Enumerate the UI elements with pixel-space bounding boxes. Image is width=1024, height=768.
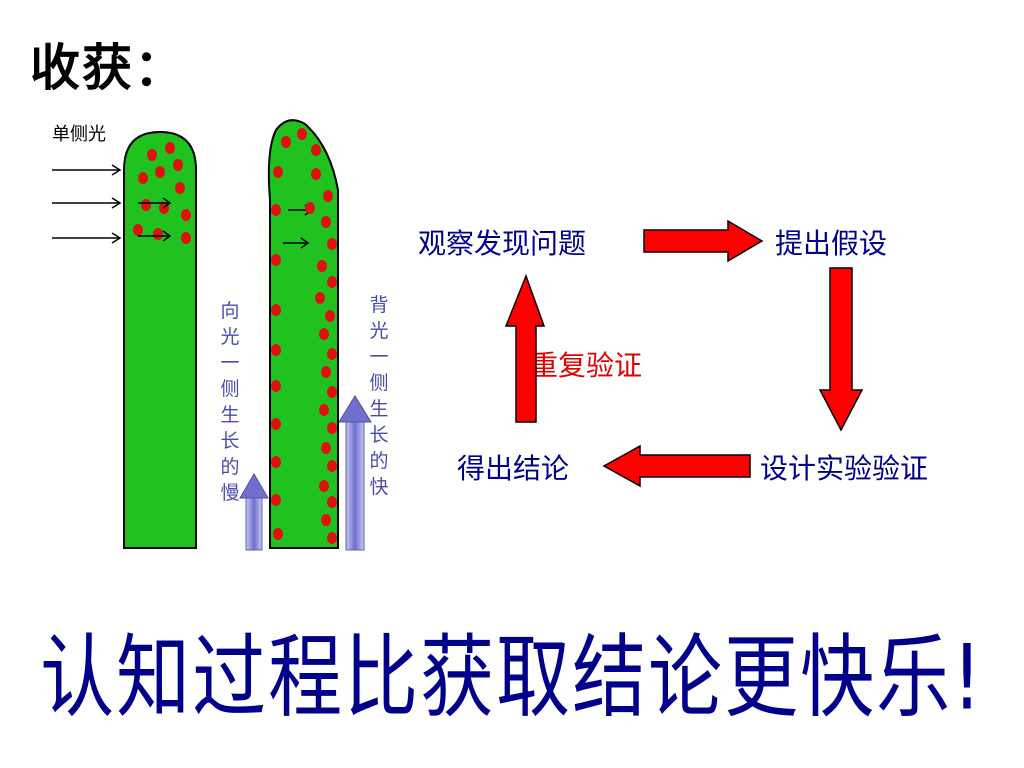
step-experiment: 设计实验验证: [760, 452, 929, 485]
light-arrows: [52, 164, 122, 244]
step-conclusion: 得出结论: [457, 452, 570, 485]
step-observe: 观察发现问题: [418, 227, 587, 260]
growth-arrow-fast: [338, 395, 372, 551]
step-hypothesis: 提出假设: [775, 227, 888, 260]
shaded-side-grows-fast-label: 背光一侧生长的快: [369, 294, 389, 498]
auxin-dots-left: [133, 142, 191, 244]
lit-side-grows-slow-label: 向光一侧生长的慢: [220, 300, 240, 504]
repeat-verification-label: 重复验证: [530, 349, 643, 382]
unilateral-light-label: 单侧光: [52, 124, 106, 145]
auxin-dots-right: [271, 128, 337, 544]
arrow-down: [818, 267, 864, 432]
arrow-up: [504, 273, 546, 423]
stem-bent: [267, 119, 339, 549]
tagline: 认知过程比获取结论更快乐!: [40, 625, 984, 731]
page-title: 收获：: [30, 38, 186, 97]
arrow-left: [602, 444, 751, 488]
growth-arrow-slow: [239, 473, 269, 551]
phototropism-illustration: [52, 119, 372, 551]
arrow-right: [643, 219, 764, 263]
